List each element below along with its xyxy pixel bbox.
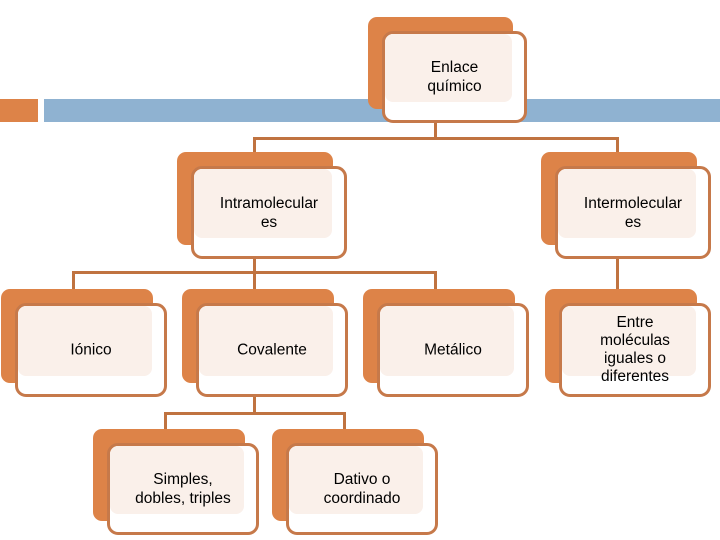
node-label: Entre moléculas iguales o diferentes [600,314,670,385]
connector-intramoleculares-down [253,258,256,274]
connector-to-covalente [253,271,256,290]
node-card: Metálico [377,303,529,397]
node-label: Metálico [424,341,482,359]
connector-to-dativo [343,412,346,430]
node-label: Iónico [70,341,112,359]
node-intramoleculares[interactable]: Intramolecular es [177,152,347,259]
node-metalico[interactable]: Metálico [363,289,529,397]
connector-to-intramoleculares [253,137,256,157]
node-label: Intramolecular es [219,194,319,231]
node-card: Enlace químico [382,31,527,123]
connector-to-intermoleculares [616,137,619,157]
connector-to-metalico [434,271,437,290]
node-inner-fill [562,306,696,376]
node-card: Intramolecular es [191,166,347,259]
node-card: Iónico [15,303,167,397]
node-label: Intermolecular es [583,194,683,231]
node-enlace-quimico[interactable]: Enlace químico [368,17,527,123]
node-label: Covalente [237,341,307,359]
node-label: Enlace químico [427,59,482,95]
node-ionico[interactable]: Iónico [1,289,167,397]
node-inner-fill [289,446,423,514]
node-covalente[interactable]: Covalente [182,289,348,397]
node-card: Covalente [196,303,348,397]
node-label: Dativo o coordinado [323,471,401,507]
node-intermoleculares[interactable]: Intermolecular es [541,152,711,259]
node-dativo-coordinado[interactable]: Dativo o coordinado [272,429,438,535]
node-inner-fill [380,306,514,376]
node-card: Entre moléculas iguales o diferentes [559,303,711,397]
node-inner-fill [385,34,512,102]
connector-to-ionico [72,271,75,290]
node-label: Simples, dobles, triples [135,471,231,507]
node-inner-fill [18,306,152,376]
node-card: Intermolecular es [555,166,711,259]
connector-root-down [434,122,437,139]
connector-level1-bus [253,137,619,140]
node-card: Dativo o coordinado [286,443,438,535]
node-inner-fill [199,306,333,376]
node-inner-fill [194,169,332,238]
connector-to-entre-moleculas [616,258,619,290]
banner-orange-block [0,99,38,122]
node-simples-dobles-triples[interactable]: Simples, dobles, triples [93,429,259,535]
node-entre-moleculas[interactable]: Entre moléculas iguales o diferentes [545,289,711,397]
node-inner-fill [558,169,696,238]
node-inner-fill [110,446,244,514]
connector-level3-bus [164,412,346,415]
node-card: Simples, dobles, triples [107,443,259,535]
connector-covalente-down [253,396,256,413]
connector-to-simples [164,412,167,430]
